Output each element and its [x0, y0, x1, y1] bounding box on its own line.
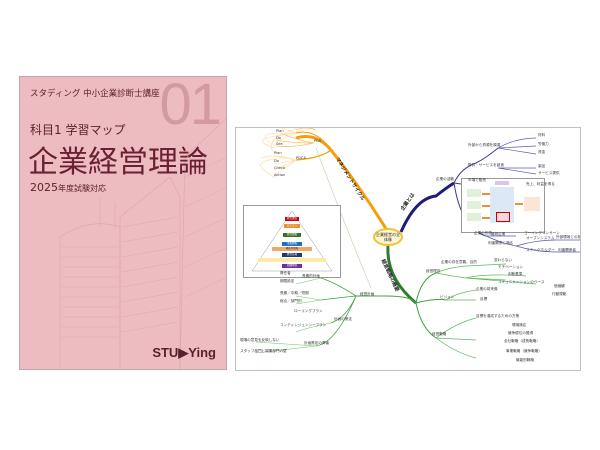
cover-year: 2025年度試験対応 — [30, 181, 106, 194]
cover-number-watermark: 01 — [159, 76, 221, 137]
cover-title: 企業経営理論 — [28, 145, 208, 180]
leaf-create[interactable]: 財貨・サービスを創造 — [468, 163, 504, 167]
leaf-revenue[interactable]: 売上、利益を得る — [526, 182, 555, 186]
pyramid-level: 経営理念 — [285, 217, 299, 221]
diagram-market-box — [524, 197, 540, 211]
pyramid-level: 組織体制 — [282, 264, 302, 268]
leaf-motivation[interactable]: モチベーション — [498, 265, 524, 269]
diagram-input-2 — [467, 201, 481, 209]
cover-subtitle: スタディング 中小企業診断士講座 — [30, 89, 160, 99]
leaf-rolling[interactable]: ローリングプラン — [294, 309, 323, 313]
node-strategy[interactable]: 経営戦略 — [432, 332, 447, 336]
leaf-criteria[interactable]: 判断基準 — [508, 272, 523, 276]
business-diagram — [461, 178, 545, 233]
leaf-business[interactable]: 事業戦略（競争戦略） — [506, 349, 542, 353]
diagram-input-3 — [467, 213, 481, 221]
pyramid-row — [258, 258, 326, 262]
leaf-conduct[interactable]: 行動規範 — [552, 292, 567, 296]
arrow-icon — [482, 193, 490, 195]
arrow-icon — [515, 203, 523, 205]
leaf-planning[interactable]: 計画の策定 — [334, 317, 352, 321]
building-illustration — [59, 118, 226, 369]
leaf-sell[interactable]: 市場で販売 — [468, 178, 486, 182]
mindmap-panel: 経営理念 ビジョン 経営戦略 事業戦略 機能別戦略 経営計画 組織体制 企業経営… — [235, 127, 581, 371]
node-philosophy[interactable]: 経営理念 — [426, 269, 441, 273]
leaf-advantage[interactable]: 競争優位の獲得 — [508, 331, 534, 335]
pyramid-triangle — [251, 210, 333, 272]
leaf-functional[interactable]: 機能別戦略 — [516, 358, 534, 362]
leaf-do[interactable]: Do — [276, 136, 281, 140]
diagram-header — [495, 181, 509, 185]
leaf-corporate[interactable]: 全社戦略（成長戦略） — [504, 339, 540, 343]
studying-logo: STU▶Ying — [152, 345, 216, 360]
node-pds[interactable]: PDS — [314, 139, 322, 143]
leaf-contingency[interactable]: コンティンジェンシープラン — [280, 323, 327, 327]
leaf-purpose[interactable]: 企業の存在意義、目的 — [441, 260, 477, 264]
leaf-capital[interactable]: 資金 — [538, 150, 546, 154]
leaf-owner[interactable]: 責任者 — [280, 271, 291, 275]
leaf-product[interactable]: 製品 — [538, 164, 546, 168]
year-number: 2025 — [30, 181, 58, 194]
leaf-long-term[interactable]: 長期的計画 — [302, 274, 320, 278]
arrow-icon — [482, 217, 490, 219]
leaf-goal[interactable]: 目標 — [480, 297, 488, 301]
cover-map-label: 科目1 学習マップ — [30, 123, 126, 137]
leaf-stakeholder-adapt[interactable]: 利害関係に適応 — [488, 241, 514, 245]
leaf-communication[interactable]: コミュニケーションのベース — [498, 280, 545, 284]
diagram-profit-box — [496, 212, 510, 222]
node-plan[interactable]: 経営計画 — [360, 292, 375, 296]
leaf-going-concern-label[interactable]: 継続企業 — [491, 232, 506, 236]
node-company-form[interactable]: 企業の形態 — [474, 231, 492, 235]
mindmap-center-node[interactable]: 企業経営の全体像 — [373, 228, 403, 246]
textbook-cover: 01 スタディング 中小企業診断士講座 科目1 学習マップ 企業経営理論 202… — [19, 76, 227, 370]
leaf-method[interactable]: 目標を達成するための方策 — [476, 314, 520, 318]
leaf-stakeholder[interactable]: ステークホルダー — [526, 248, 555, 252]
leaf-open-system[interactable]: オープンシステム — [526, 236, 555, 240]
leaf-deadline[interactable]: 期限設定 — [280, 279, 295, 283]
year-suffix: 年度試験対応 — [58, 184, 106, 193]
leaf-scope[interactable]: 総合／部門別 — [280, 299, 302, 303]
diagram-input-1 — [467, 189, 481, 197]
leaf-procure[interactable]: 外部から資源を調達 — [468, 143, 501, 147]
leaf-interested-parties[interactable]: 利害関係者 — [558, 248, 576, 252]
leaf-going-concern[interactable]: ゴーイングコンサーン — [524, 231, 560, 235]
pyramid-diagram: 経営理念 ビジョン 経営戦略 事業戦略 機能別戦略 経営計画 組織体制 — [243, 205, 341, 278]
pyramid-level: 機能別戦略 — [272, 247, 312, 251]
leaf-interaction[interactable]: 外部環境との相互作用 — [556, 235, 581, 239]
leaf-horizon[interactable]: 長期／中期／短期 — [280, 291, 309, 295]
leaf-see[interactable]: See — [276, 142, 283, 146]
arrow-icon — [482, 205, 490, 207]
pyramid-level: 経営計画 — [282, 253, 302, 257]
leaf-unchanging[interactable]: 変わらない — [494, 258, 512, 262]
pyramid-level: 事業戦略 — [282, 242, 302, 246]
leaf-do[interactable]: Do — [274, 159, 279, 163]
leaf-plan[interactable]: Plan — [276, 129, 284, 133]
leaf-harm[interactable]: 計画策定の弊害 — [304, 341, 330, 345]
leaf-material[interactable]: 材料 — [538, 133, 546, 137]
node-company-activity[interactable]: 企業の活動 — [436, 177, 454, 181]
leaf-no-feedback[interactable]: 現場の意見を反映しない — [240, 338, 280, 342]
leaf-service[interactable]: サービス提供 — [538, 171, 560, 175]
leaf-adapt[interactable]: 環境適応 — [512, 323, 527, 327]
node-vision[interactable]: ビジョン — [440, 295, 455, 299]
leaf-check[interactable]: Check — [274, 166, 286, 170]
leaf-future[interactable]: 企業の将来像 — [476, 287, 498, 291]
leaf-plan[interactable]: Plan — [274, 151, 282, 155]
leaf-values[interactable]: 価値観 — [554, 284, 565, 288]
leaf-wall[interactable]: スタッフ部門と現業部門の壁 — [240, 349, 287, 353]
leaf-labor[interactable]: 労働力 — [538, 142, 549, 146]
pyramid-level: ビジョン — [284, 224, 300, 228]
leaf-action[interactable]: Action — [274, 173, 286, 177]
pyramid-level: 経営戦略 — [283, 233, 301, 237]
node-pdca[interactable]: PDCA — [296, 156, 306, 160]
